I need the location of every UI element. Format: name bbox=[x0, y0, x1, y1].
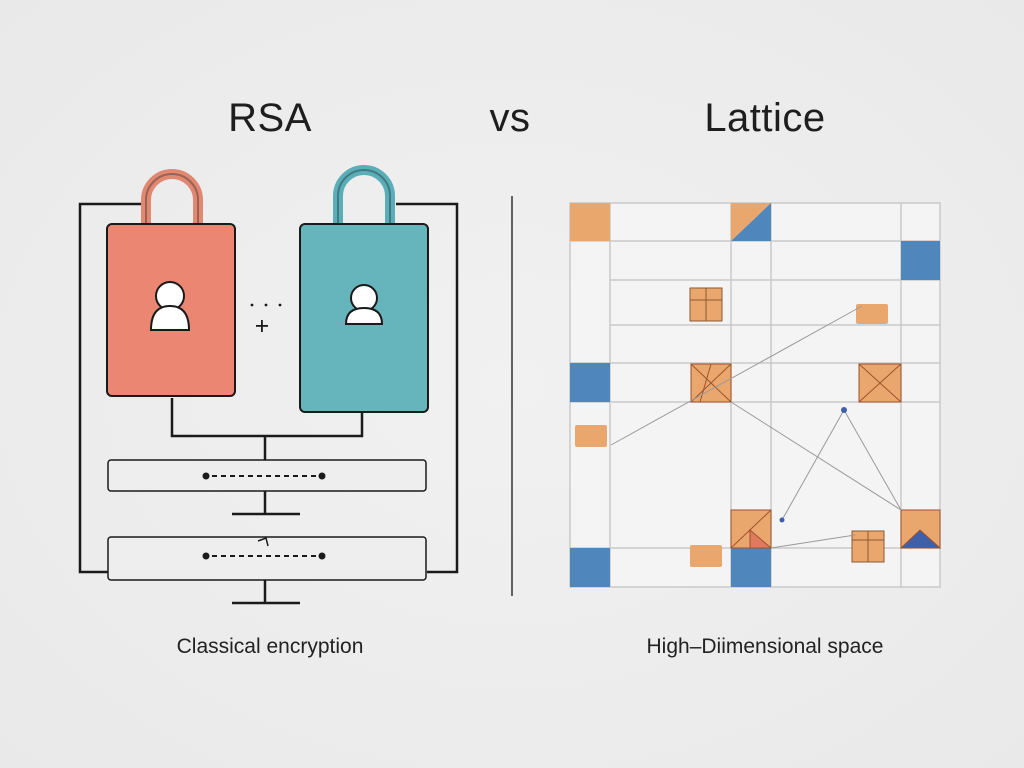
lattice-node bbox=[851, 530, 885, 563]
rsa-circuit bbox=[78, 202, 459, 605]
high-dimensional-caption: High–Diimensional space bbox=[646, 635, 884, 658]
lattice-node bbox=[858, 363, 902, 403]
user-right-icon bbox=[344, 284, 384, 325]
lattice-cell bbox=[731, 548, 771, 587]
lattice-node bbox=[856, 304, 888, 324]
lattice-cell bbox=[570, 363, 610, 402]
plus-icon bbox=[250, 303, 282, 332]
lock-right-icon bbox=[299, 165, 429, 413]
right-outer-wire bbox=[396, 202, 459, 574]
lattice-cell bbox=[731, 203, 771, 241]
lattice-node bbox=[730, 509, 773, 549]
lattice-node bbox=[575, 425, 607, 447]
lattice-node bbox=[689, 287, 723, 322]
classical-caption: Classical encryption bbox=[176, 635, 364, 658]
versus-heading: vs bbox=[489, 96, 531, 140]
lattice-vectors bbox=[610, 305, 902, 549]
left-outer-wire bbox=[78, 202, 146, 574]
lattice-heading: Lattice bbox=[704, 96, 826, 140]
channel-box-1 bbox=[107, 459, 427, 492]
rsa-heading: RSA bbox=[228, 96, 312, 140]
lattice-node bbox=[690, 545, 722, 567]
channel-box-2 bbox=[107, 536, 427, 581]
lattice-cell bbox=[570, 203, 610, 241]
left-lock-wire bbox=[170, 398, 364, 438]
lattice-cell bbox=[570, 548, 610, 587]
lattice-cell bbox=[901, 241, 940, 280]
user-left-icon bbox=[149, 281, 191, 331]
lattice-point bbox=[779, 517, 785, 523]
lattice-node bbox=[899, 509, 942, 549]
lattice-node bbox=[690, 363, 732, 403]
lattice-grid bbox=[569, 202, 942, 588]
lock-left-icon bbox=[106, 169, 236, 397]
lattice-point bbox=[841, 407, 847, 413]
